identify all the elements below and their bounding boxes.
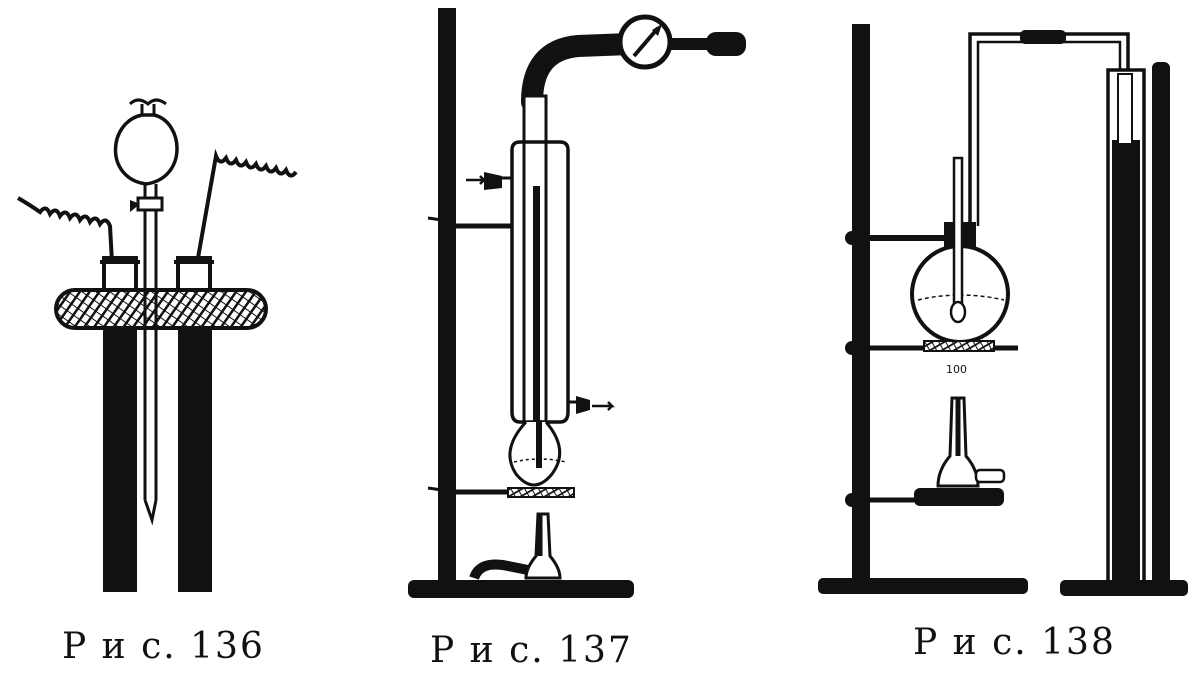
figure-137-apparatus <box>408 8 746 598</box>
condenser-jacket <box>510 140 570 424</box>
right-coiled-wire <box>196 148 298 259</box>
funnel-bulb <box>113 113 179 186</box>
left-electrode-tube <box>103 322 137 592</box>
hatched-holder-bar <box>54 288 268 330</box>
caption-figure-136: Р и с. 136 <box>62 626 265 667</box>
connecting-capillary <box>968 32 1130 226</box>
funnel-stopcock <box>136 196 164 212</box>
stand-rod-137 <box>438 8 456 592</box>
wire-gauze-138 <box>923 340 995 352</box>
rubber-tube-137 <box>521 33 641 113</box>
water-inlet-arrow <box>466 175 488 185</box>
stand-base-137 <box>408 580 634 598</box>
support-rod-138 <box>1152 62 1170 590</box>
caption-figure-137: Р и с. 137 <box>430 630 633 671</box>
funnel-neck-knot <box>128 98 167 107</box>
wire-gauze-137 <box>507 487 575 498</box>
left-coiled-wire <box>16 196 114 263</box>
flask-137 <box>508 420 562 487</box>
figure-138-apparatus <box>818 24 1188 596</box>
stand-rod-138 <box>852 24 870 590</box>
right-electrode-tube <box>178 322 212 592</box>
caption-figure-138: Р и с. 138 <box>913 622 1116 663</box>
stand-base-138 <box>818 578 1028 594</box>
figure-136-apparatus <box>16 98 298 592</box>
water-outlet-arrow <box>592 401 616 411</box>
burner-137 <box>524 512 562 580</box>
gauze-label-138: 100 <box>946 363 967 376</box>
